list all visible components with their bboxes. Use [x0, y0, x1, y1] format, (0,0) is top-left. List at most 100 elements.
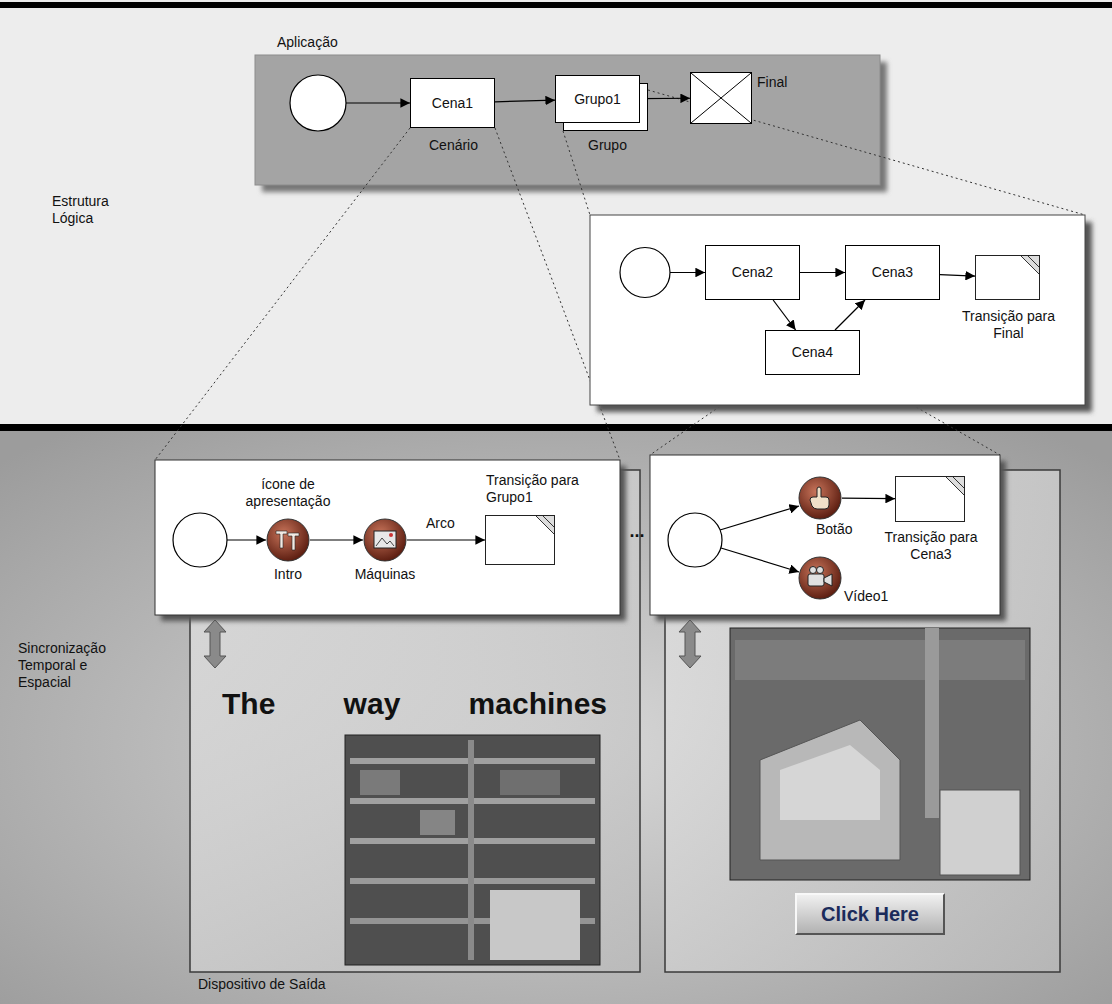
sync-arrow — [204, 620, 226, 668]
connector-arrow — [310, 539, 363, 540]
trans-art — [486, 516, 566, 576]
section-label: Sincronização Temporal e Espacial — [18, 640, 132, 691]
node-caption: Botão — [816, 521, 876, 538]
node-label: Cena4 — [792, 344, 833, 361]
photo-box — [360, 770, 400, 795]
start-circle — [668, 513, 722, 567]
zoom-line — [155, 128, 410, 460]
icon-shape — [374, 531, 396, 548]
trans-art — [896, 477, 976, 533]
ellipsis: ... — [624, 520, 650, 542]
icon-shape — [364, 519, 406, 561]
trans-art — [976, 256, 1051, 311]
node-caption: Aplicação — [277, 34, 417, 51]
icon-shape — [267, 519, 309, 561]
scene-detail-panel — [650, 455, 1000, 615]
trans-shape — [536, 516, 554, 534]
node-caption: Intro — [248, 566, 328, 583]
scene-box: Cena2 — [705, 245, 800, 300]
node-caption: Máquinas — [335, 566, 435, 583]
connector-arrow — [940, 275, 975, 277]
node-label: Cena3 — [872, 264, 913, 281]
icon-shape — [824, 574, 832, 586]
icon-shape — [799, 557, 841, 599]
section-label: Estrutura Lógica — [52, 193, 144, 227]
presentation-icon: Vídeo1 — [798, 556, 842, 600]
presentation-icon: Máquinas — [363, 518, 407, 562]
node-caption: Cenário — [406, 137, 501, 154]
group-detail-panel — [590, 215, 1085, 405]
icon-shape — [276, 531, 299, 550]
start-arrow — [346, 102, 410, 103]
start-circle — [173, 513, 227, 567]
scene-detail-panel — [155, 460, 620, 615]
photo-box — [420, 810, 455, 835]
upper-ground — [0, 0, 1112, 428]
final-box: Final — [690, 72, 752, 124]
photo-machine — [760, 720, 900, 860]
connector-arrow — [407, 539, 485, 540]
machine-photo — [730, 628, 1030, 880]
zoom-line — [563, 131, 590, 215]
start-circle — [620, 248, 670, 298]
node-label: Cena2 — [732, 264, 773, 281]
photo-box — [490, 890, 580, 960]
icon-shape — [389, 533, 393, 537]
scene-box: Cena3 — [845, 245, 940, 300]
node-caption: Transição para Grupo1 — [486, 472, 579, 506]
edge-label: Arco — [426, 515, 470, 532]
icon-shape — [376, 538, 394, 546]
start-arrow — [721, 548, 799, 572]
start-circle — [290, 75, 346, 131]
xbox-art — [690, 72, 762, 134]
icon-art — [363, 518, 417, 572]
separator-bar — [0, 424, 1112, 431]
start-arrow — [670, 272, 705, 273]
trans-shape — [536, 516, 554, 534]
separator-bar — [0, 2, 1112, 8]
node-caption: Vídeo1 — [844, 588, 914, 605]
icon-shape — [808, 574, 824, 586]
node-caption: Transição para Final — [962, 308, 1055, 342]
trans-shape — [1021, 256, 1039, 274]
application-panel-ground — [255, 55, 880, 185]
xbox-shape — [691, 73, 751, 123]
trans-shape — [1021, 256, 1039, 274]
start-arrow — [227, 539, 266, 540]
application-panel: AplicaçãoCena1CenárioGrupo1GrupoFinal — [255, 55, 880, 185]
presentation-icon: ícone de apresentaçãoIntro — [266, 518, 310, 562]
icon-shape — [810, 567, 817, 574]
photo-post — [468, 740, 474, 960]
transition-box: Transição para Grupo1 — [485, 515, 555, 565]
icon-art — [798, 556, 852, 610]
node-caption: Final — [757, 74, 817, 91]
section-label: Dispositivo de Saída — [198, 976, 398, 993]
node-label: Grupo1 — [574, 91, 621, 108]
node-caption: Grupo — [560, 137, 655, 154]
connector-arrow — [800, 272, 845, 273]
node-caption: Transição para Cena3 — [884, 529, 978, 563]
connector-arrow — [835, 300, 865, 330]
node-label: Cena1 — [432, 95, 473, 112]
shelf-photo — [345, 735, 600, 965]
icon-shape — [810, 487, 829, 509]
node-label: Click Here — [821, 902, 919, 926]
group-box: Grupo1Grupo — [555, 75, 640, 123]
start-arrow — [720, 506, 799, 530]
transition-box: Transição para Final — [975, 255, 1040, 300]
photo-machine — [940, 790, 1020, 875]
icon-shape — [817, 567, 824, 574]
connector-arrow — [495, 100, 555, 102]
photo-wall — [735, 640, 1025, 680]
scene-box: Cena4 — [765, 330, 860, 375]
scene-box: Cena1Cenário — [410, 78, 495, 128]
photo — [730, 628, 1030, 880]
sync-arrow — [679, 620, 701, 668]
xbox-shape — [691, 73, 752, 124]
connector-arrow — [842, 498, 895, 500]
photo — [345, 735, 600, 965]
transition-box: Transição para Cena3 — [895, 476, 965, 522]
photo-box — [500, 770, 560, 795]
icon-art — [266, 518, 320, 572]
photo-machine — [780, 745, 880, 820]
